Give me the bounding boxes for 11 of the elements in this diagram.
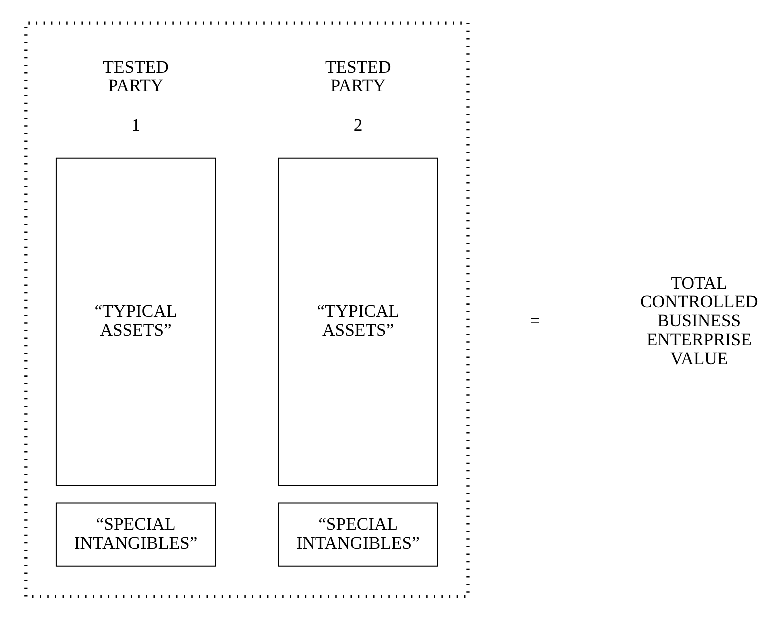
node-box: “TYPICAL ASSETS” [278, 158, 438, 486]
label: TOTAL CONTROLLED BUSINESS ENTERPRISE VALUE [640, 272, 758, 369]
node-box: “SPECIAL INTANGIBLES” [55, 502, 216, 567]
node-label: TESTED PARTY [324, 56, 391, 96]
node-label: TESTED PARTY [102, 56, 168, 96]
node-box: “TYPICAL ASSETS” [55, 158, 216, 486]
node-label: 2 [353, 114, 362, 135]
node-box: “SPECIAL INTANGIBLES” [278, 502, 438, 567]
node-label: 1 [131, 114, 140, 135]
cluster [24, 22, 470, 598]
label: = [530, 310, 540, 331]
